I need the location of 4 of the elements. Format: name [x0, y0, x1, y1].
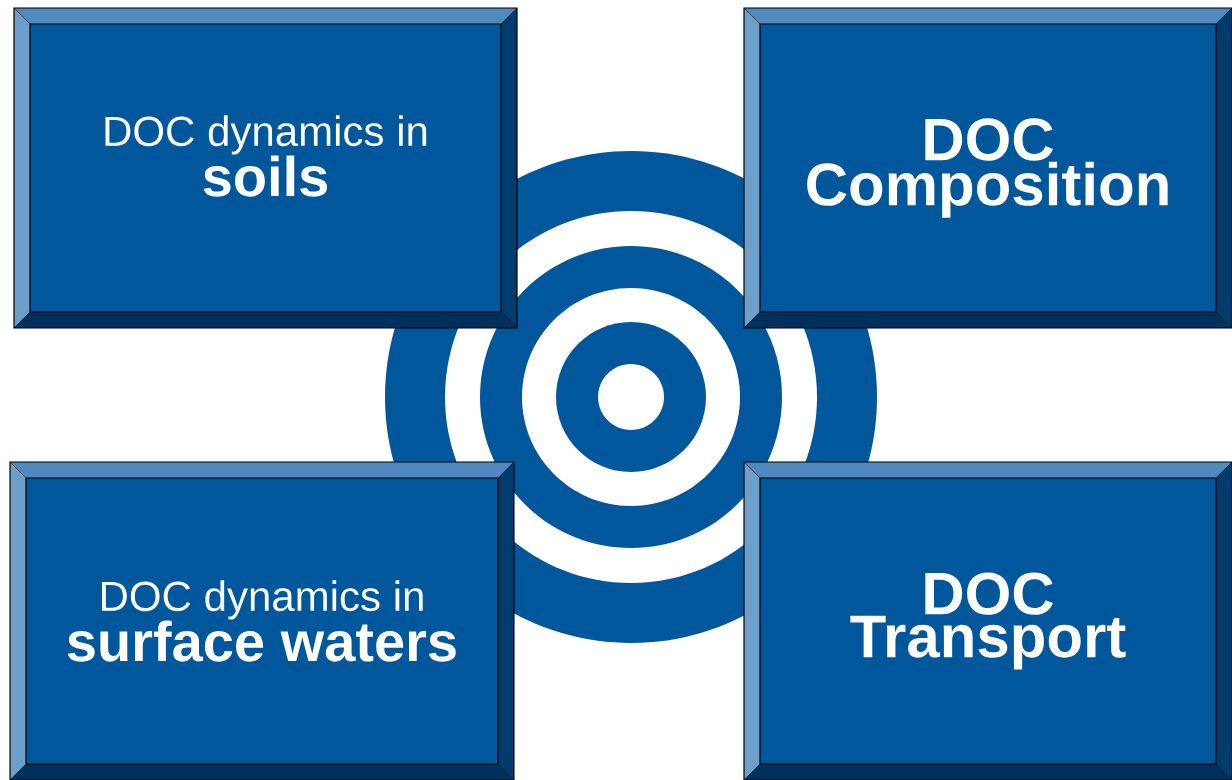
bevel-box: DOC Composition	[743, 7, 1232, 329]
bevel-box: DOC Transport	[743, 461, 1232, 780]
bevel-box: DOC dynamics in soils	[13, 7, 518, 329]
bevel-box: DOC dynamics in surface waters	[9, 461, 515, 780]
